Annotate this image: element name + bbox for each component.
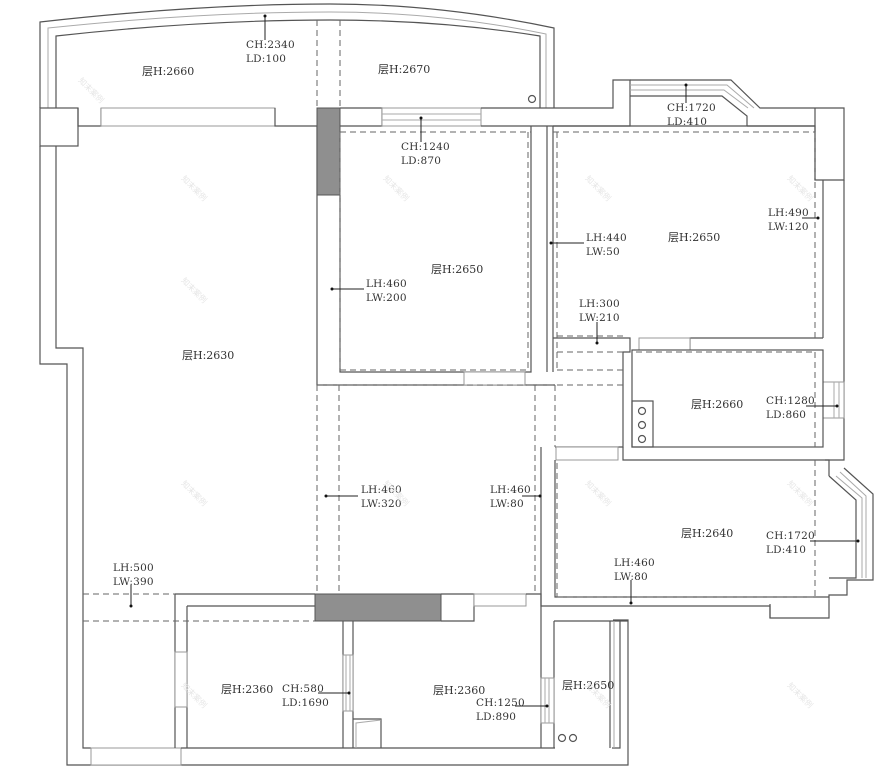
annotation-line: LH:500 [113,562,154,574]
annotation-line: CH:1720 [667,102,716,114]
beam-lines [83,20,816,622]
annotation-line: LW:80 [490,498,524,510]
annotation-line: LH:460 [614,557,655,569]
annotation-line: LD:860 [766,409,807,421]
annotation-line: LD:410 [667,116,708,128]
annotation-window-bay-top: CH:1720 LD:410 [667,101,716,129]
annotation-line: LW:390 [113,576,154,588]
annotation-line: LW:320 [361,498,402,510]
room-label-living-room: 层H:2630 [182,349,235,362]
fixture-icon [557,733,567,743]
annotation-leaders [129,14,860,708]
annotation-window-kitchen: CH:1280 LD:860 [766,394,815,422]
room-label-balcony-top-left: 层H:2660 [142,65,195,78]
annotation-line: CH:1280 [766,395,815,407]
fixture-icon [568,733,578,743]
annotation-beam-460-200: LH:460 LW:200 [366,277,407,305]
room-label-kitchen: 层H:2660 [691,398,744,411]
structural-column [316,107,341,196]
annotation-window-bottom-center-room: CH:1250 LD:890 [476,696,525,724]
annotation-line: LD:410 [766,544,807,556]
balcony-top-walls [39,3,555,108]
annotation-line: LH:460 [366,278,407,290]
annotation-line: LW:200 [366,292,407,304]
annotation-beam-300-210: LH:300 LW:210 [579,297,620,325]
annotation-line: LD:100 [246,53,287,65]
room-label-room-bottom-left: 层H:2360 [221,683,274,696]
room-label-balcony-top-right: 层H:2670 [378,63,431,76]
annotation-line: LH:300 [579,298,620,310]
annotation-line: LW:80 [614,571,648,583]
room-label-bedroom-top-right: 层H:2650 [668,231,721,244]
room-label-bathroom: 层H:2650 [562,679,615,692]
annotation-beam-460-320: LH:460 LW:320 [361,483,402,511]
stove-burner-icon [637,434,647,444]
annotation-line: CH:2340 [246,39,295,51]
annotation-line: LH:460 [490,484,531,496]
annotation-beam-500-390: LH:500 LW:390 [113,561,154,589]
stove-burner-icon [637,420,647,430]
annotation-line: CH:1240 [401,141,450,153]
annotation-line: LH:440 [586,232,627,244]
annotation-line: LD:1690 [282,697,330,709]
annotation-line: CH:1250 [476,697,525,709]
annotation-beam-right-top: LH:490 LW:120 [768,206,809,234]
annotation-line: LH:460 [361,484,402,496]
annotation-line: LH:490 [768,207,809,219]
annotation-window-center-top: CH:1240 LD:870 [401,140,450,168]
annotation-line: LD:890 [476,711,517,723]
annotation-window-top-arc: CH:2340 LD:100 [246,38,295,66]
annotation-line: LW:50 [586,246,620,258]
room-label-room-bottom-center: 层H:2360 [433,684,486,697]
annotation-line: LW:210 [579,312,620,324]
interior-walls [174,125,830,748]
annotation-beam-460-80-center: LH:460 LW:80 [490,483,531,511]
annotation-line: CH:580 [282,683,324,695]
drain-icon [527,94,537,104]
annotation-line: LD:870 [401,155,442,167]
stove-burner-icon [637,406,647,416]
annotation-beam-460-80-right: LH:460 LW:80 [614,556,655,584]
annotation-line: CH:1720 [766,530,815,542]
annotation-line: LW:120 [768,221,809,233]
room-label-bedroom-center: 层H:2650 [431,263,484,276]
annotation-window-bottom-left-room: CH:580 LD:1690 [282,682,329,710]
annotation-beam-440: LH:440 LW:50 [586,231,627,259]
exterior-walls [39,79,874,766]
annotation-window-bay-right: CH:1720 LD:410 [766,529,815,557]
room-label-bedroom-bottom-right: 层H:2640 [681,527,734,540]
